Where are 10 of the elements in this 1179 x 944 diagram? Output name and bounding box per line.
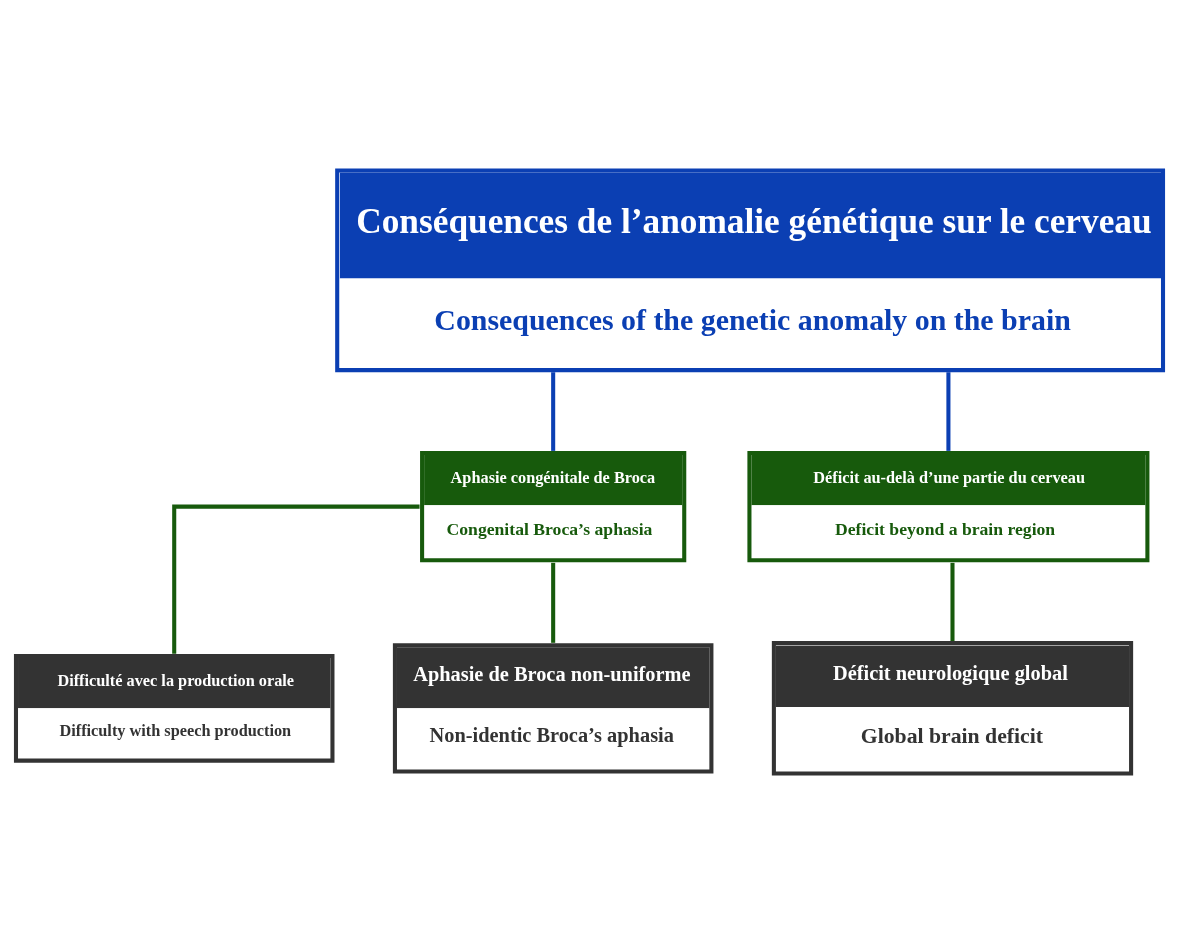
node-box: Aphasie congénitale de Broca Congenital Broca’s aphasia	[420, 450, 687, 563]
connector	[950, 562, 955, 641]
connector	[946, 372, 951, 451]
connector	[551, 562, 556, 643]
node-box: Aphasie de Broca non-uniforme Non-identic Broca’s aphasia	[392, 643, 714, 774]
node-box: Difficulté avec la production orale Difficulty with speech production	[13, 654, 335, 763]
node-box: Conséquences de l’anomalie génétique sur le cerveau Consequences of the genetic anomaly on the brain	[335, 168, 1166, 373]
connector	[172, 504, 420, 654]
node-box: Déficit au-delà d’une partie du cerveau Deficit beyond a brain region	[747, 450, 1150, 563]
connector	[551, 372, 556, 451]
